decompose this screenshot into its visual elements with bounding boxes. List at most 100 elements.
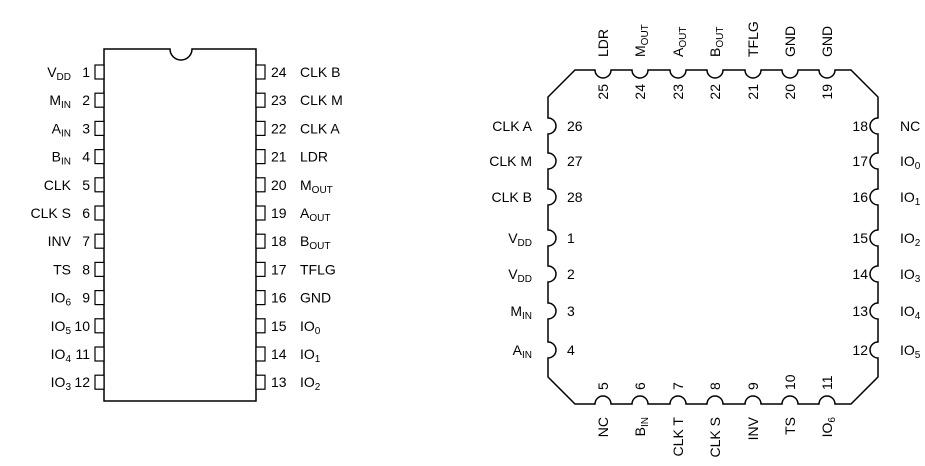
pin-number-3: 3 [567, 303, 575, 319]
pin-number-12: 12 [852, 342, 868, 358]
plcc-body [547, 69, 879, 405]
pin-label-ts: TS [53, 261, 71, 277]
pin-label-vdd: VDD [508, 230, 532, 249]
pin-label-mout: MOUT [632, 24, 651, 57]
pin-number-28: 28 [567, 189, 583, 205]
pin-number-5: 5 [595, 382, 611, 390]
pin-label-ts: TS [782, 417, 798, 435]
pin-label-ain: AIN [513, 342, 532, 361]
pin-number-20: 20 [782, 84, 798, 100]
pin-number-17: 17 [271, 261, 287, 277]
dip-pin-17 [255, 261, 266, 277]
pin-number-15: 15 [271, 318, 287, 334]
pin-label-min: MIN [49, 92, 71, 111]
pin-number-10: 10 [74, 318, 90, 334]
dip-pin-2 [94, 92, 105, 108]
pin-number-8: 8 [82, 261, 90, 277]
dip-pin-6 [94, 205, 105, 221]
dip-pin-23 [255, 92, 266, 108]
pin-number-23: 23 [271, 92, 287, 108]
pin-number-13: 13 [271, 374, 287, 390]
pin-number-14: 14 [271, 346, 287, 362]
pin-label-inv: INV [48, 233, 72, 249]
pin-label-clk-s: CLK S [31, 205, 71, 221]
pin-label-mout: MOUT [300, 177, 333, 196]
pin-label-gnd: GND [819, 26, 835, 57]
pin-number-25: 25 [595, 84, 611, 100]
dip-pin-13 [255, 374, 266, 390]
pin-label-io2: IO2 [300, 374, 321, 393]
pin-number-16: 16 [852, 189, 868, 205]
pin-number-24: 24 [632, 84, 648, 100]
pin-label-io4: IO4 [51, 346, 72, 365]
pin-number-11: 11 [75, 346, 90, 362]
pin-label-gnd: GND [300, 290, 331, 306]
pin-label-ldr: LDR [300, 149, 328, 165]
pin-label-clk-m: CLK M [300, 92, 343, 108]
pin-label-inv: INV [745, 416, 761, 440]
pin-label-io2: IO2 [900, 230, 921, 249]
pin-label-ldr: LDR [595, 29, 611, 57]
pin-number-24: 24 [271, 64, 287, 80]
dip-pin-21 [255, 149, 266, 165]
pin-label-io5: IO5 [900, 342, 921, 361]
pin-number-2: 2 [82, 92, 90, 108]
pin-label-aout: AOUT [300, 205, 330, 224]
pin-number-2: 2 [567, 266, 575, 282]
dip-pin-18 [255, 233, 266, 249]
pin-label-io1: IO1 [900, 189, 921, 208]
pin-label-io3: IO3 [51, 374, 72, 393]
dip-pin-12 [94, 374, 105, 390]
pin-label-clk-b: CLK B [300, 64, 340, 80]
pin-label-tflg: TFLG [745, 21, 761, 57]
pin-label-clk-a: CLK A [300, 120, 340, 136]
dip-pin-14 [255, 346, 266, 362]
dip-pin-7 [94, 233, 105, 249]
pin-label-aout: AOUT [670, 27, 689, 57]
dip-pin-9 [94, 290, 105, 306]
pin-number-6: 6 [82, 205, 90, 221]
dip-pin-20 [255, 177, 266, 193]
pin-label-io5: IO5 [51, 318, 72, 337]
pin-number-18: 18 [271, 233, 287, 249]
pin-label-io6: IO6 [819, 417, 838, 438]
pin-label-bout: BOUT [300, 233, 330, 252]
pin-number-1: 1 [82, 64, 90, 80]
pin-number-9: 9 [82, 290, 90, 306]
dip-pin-3 [94, 120, 105, 137]
pin-number-22: 22 [707, 84, 723, 100]
pin-label-ain: AIN [52, 120, 71, 139]
pin-label-bout: BOUT [707, 27, 726, 57]
pin-number-21: 21 [271, 149, 287, 165]
pin-number-20: 20 [271, 177, 287, 193]
pin-label-clk-b: CLK B [492, 189, 532, 205]
pin-number-14: 14 [852, 266, 868, 282]
dip-pin-16 [255, 290, 266, 306]
pin-label-nc: NC [595, 417, 611, 437]
dip-pin-11 [94, 346, 105, 362]
pin-number-1: 1 [567, 230, 575, 246]
pin-number-3: 3 [82, 120, 90, 136]
pin-label-clk-t: CLK T [670, 417, 686, 457]
pin-label-vdd: VDD [47, 64, 71, 83]
pin-label-clk-a: CLK A [492, 118, 532, 134]
pin-number-8: 8 [707, 382, 723, 390]
dip-pin-4 [94, 149, 105, 165]
dip-pin-5 [94, 177, 105, 193]
pin-number-6: 6 [632, 382, 648, 390]
pin-label-io3: IO3 [900, 266, 921, 285]
pin-label-io4: IO4 [900, 303, 921, 322]
pin-number-7: 7 [82, 233, 90, 249]
dip-pin-8 [94, 261, 105, 277]
dip-pin-15 [255, 318, 266, 334]
pin-number-23: 23 [670, 84, 686, 100]
pin-label-bin: BIN [632, 417, 651, 436]
dip-body [103, 48, 257, 402]
pin-number-9: 9 [745, 382, 761, 390]
pin-label-tflg: TFLG [300, 261, 336, 277]
pin-number-19: 19 [819, 84, 835, 100]
pin-label-io0: IO0 [900, 153, 921, 172]
pin-number-7: 7 [670, 382, 686, 390]
